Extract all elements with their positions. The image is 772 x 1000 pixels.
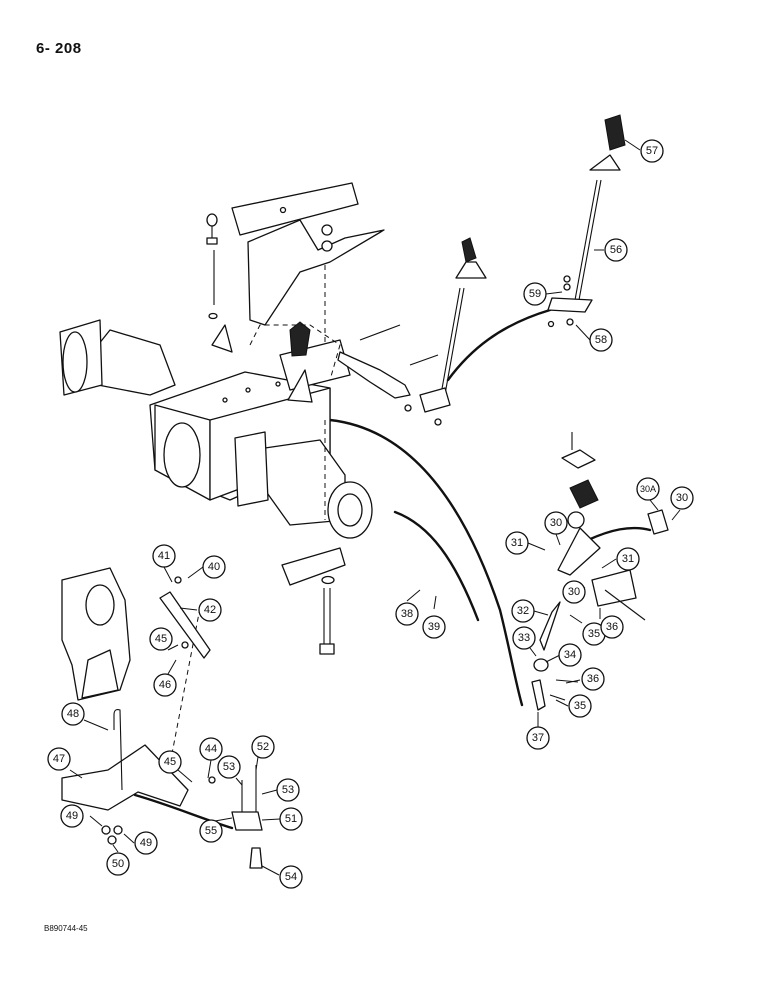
svg-text:45: 45 (155, 633, 167, 645)
svg-text:54: 54 (285, 871, 297, 883)
callout-38[interactable]: 38 (395, 602, 419, 626)
support-strap (159, 576, 211, 659)
svg-text:36: 36 (587, 673, 599, 685)
svg-text:31: 31 (511, 537, 523, 549)
callout-44[interactable]: 44 (199, 737, 223, 761)
page-number: 6- 208 (36, 40, 82, 57)
svg-text:34: 34 (564, 649, 576, 661)
svg-text:31: 31 (622, 553, 634, 565)
callout-31-left[interactable]: 31 (505, 531, 529, 555)
callout-40[interactable]: 40 (202, 555, 226, 579)
svg-text:30A: 30A (640, 484, 656, 494)
svg-text:30: 30 (550, 517, 562, 529)
svg-text:46: 46 (159, 679, 171, 691)
svg-text:48: 48 (67, 708, 79, 720)
shift-cable-main (328, 418, 524, 707)
callout-45-lower[interactable]: 45 (158, 750, 182, 774)
svg-text:38: 38 (401, 608, 413, 620)
callout-58[interactable]: 58 (589, 328, 613, 352)
svg-text:56: 56 (610, 244, 622, 256)
shifter-assembly (531, 432, 669, 711)
svg-text:30: 30 (568, 586, 580, 598)
svg-text:58: 58 (595, 334, 607, 346)
svg-text:53: 53 (223, 761, 235, 773)
svg-text:33: 33 (518, 632, 530, 644)
callout-39[interactable]: 39 (422, 615, 446, 639)
shift-cable-upper (446, 308, 552, 382)
svg-text:52: 52 (257, 741, 269, 753)
callout-57[interactable]: 57 (640, 139, 664, 163)
svg-text:41: 41 (158, 550, 170, 562)
svg-text:47: 47 (53, 753, 65, 765)
svg-text:55: 55 (205, 825, 217, 837)
callout-47[interactable]: 47 (47, 747, 71, 771)
callout-42[interactable]: 42 (198, 598, 222, 622)
svg-text:49: 49 (66, 810, 78, 822)
callout-53-left[interactable]: 53 (217, 755, 241, 779)
svg-text:32: 32 (517, 605, 529, 617)
callout-30-upper[interactable]: 30 (544, 511, 568, 535)
rear-cover-plate (61, 567, 131, 701)
shift-lever-center (337, 237, 487, 426)
callout-41[interactable]: 41 (152, 544, 176, 568)
document-code: B890744-45 (44, 924, 88, 933)
callout-53-right[interactable]: 53 (276, 778, 300, 802)
dipstick (206, 213, 218, 320)
callout-30a[interactable]: 30A (636, 477, 660, 501)
callout-34[interactable]: 34 (558, 643, 582, 667)
callout-35-lower[interactable]: 35 (568, 694, 592, 718)
callout-32[interactable]: 32 (511, 599, 535, 623)
callout-36-lower[interactable]: 36 (581, 667, 605, 691)
callout-45-upper[interactable]: 45 (149, 627, 173, 651)
callout-31-right[interactable]: 31 (616, 547, 640, 571)
svg-text:40: 40 (208, 561, 220, 573)
shift-lever-right (547, 114, 626, 328)
svg-text:37: 37 (532, 732, 544, 744)
lower-bracket (61, 709, 189, 845)
callout-48[interactable]: 48 (61, 702, 85, 726)
shift-cable-lower (133, 526, 652, 830)
floor-plate (231, 182, 385, 326)
callout-30-lower[interactable]: 30 (562, 580, 586, 604)
svg-text:42: 42 (204, 604, 216, 616)
callout-33[interactable]: 33 (512, 626, 536, 650)
callout-49-left[interactable]: 49 (60, 804, 84, 828)
callout-51[interactable]: 51 (279, 807, 303, 831)
svg-text:39: 39 (428, 621, 440, 633)
callout-30-right[interactable]: 30 (670, 486, 694, 510)
callout-46[interactable]: 46 (153, 673, 177, 697)
svg-text:35: 35 (588, 628, 600, 640)
svg-text:53: 53 (282, 784, 294, 796)
callout-36-upper[interactable]: 36 (600, 615, 624, 639)
svg-text:36: 36 (606, 621, 618, 633)
svg-text:59: 59 (529, 288, 541, 300)
housing-dashed-outline (164, 265, 341, 791)
svg-text:44: 44 (205, 743, 217, 755)
callout-50[interactable]: 50 (106, 852, 130, 876)
callout-49-right[interactable]: 49 (134, 831, 158, 855)
svg-text:50: 50 (112, 858, 124, 870)
svg-text:49: 49 (140, 837, 152, 849)
svg-text:30: 30 (676, 492, 688, 504)
cable-clamp (208, 765, 263, 869)
svg-text:45: 45 (164, 756, 176, 768)
bottom-bracket (281, 547, 346, 655)
transmission-housing (59, 319, 373, 539)
svg-text:35: 35 (574, 700, 586, 712)
callout-55[interactable]: 55 (199, 819, 223, 843)
callout-59[interactable]: 59 (523, 282, 547, 306)
svg-text:57: 57 (646, 145, 658, 157)
callout-56[interactable]: 56 (604, 238, 628, 262)
callout-37[interactable]: 37 (526, 726, 550, 750)
svg-text:51: 51 (285, 813, 297, 825)
callout-52[interactable]: 52 (251, 735, 275, 759)
callout-54[interactable]: 54 (279, 865, 303, 889)
